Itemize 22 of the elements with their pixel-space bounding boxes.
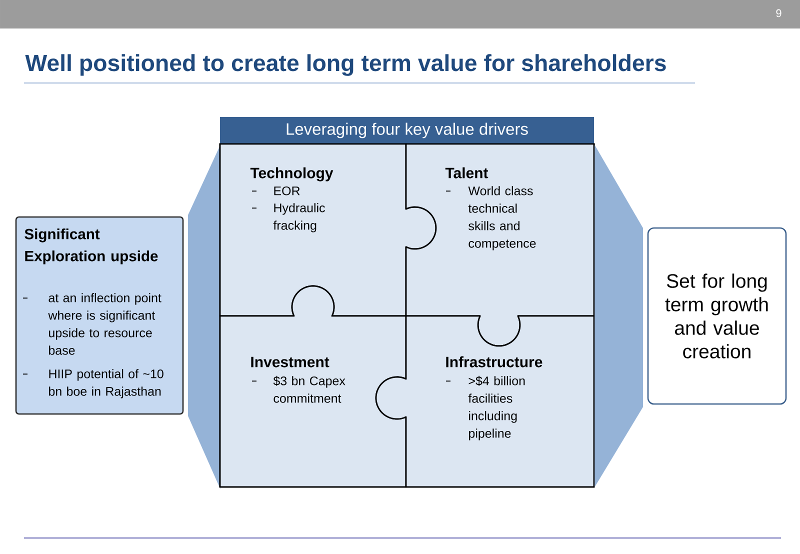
bullet-text: World class technical skills and competence <box>468 186 536 250</box>
heading: Significant Exploration upside <box>24 228 158 264</box>
bullet-text: Hydraulic fracking <box>273 203 325 232</box>
title: Well positioned to create long term value for shareholders <box>25 54 666 76</box>
heading: Technology <box>250 167 334 182</box>
puzzle-piece <box>219 143 437 317</box>
bullet-text: at an inflection point where is significant upside to resource base <box>48 293 162 355</box>
heading: Investment <box>251 356 330 368</box>
info-box <box>15 216 184 415</box>
tapered-band <box>594 144 643 487</box>
tapered-band <box>188 144 220 489</box>
puzzle-piece <box>375 315 595 488</box>
bullet-text: EOR <box>274 186 300 196</box>
heading: Talent <box>445 167 488 178</box>
text-box: Set for long term growth and value creation <box>647 227 787 405</box>
bullet-text: $3 bn Capex commitment <box>273 376 346 403</box>
puzzle-piece <box>219 285 407 488</box>
bullet-text: >$4 billion facilities including pipeline <box>468 376 525 440</box>
puzzle-piece <box>405 143 595 347</box>
bullet-text: HIIP potential of ~10 bn boe in Rajasthan <box>49 369 164 398</box>
heading: Infrastructure <box>446 356 542 368</box>
page-number: 9 <box>776 9 782 18</box>
